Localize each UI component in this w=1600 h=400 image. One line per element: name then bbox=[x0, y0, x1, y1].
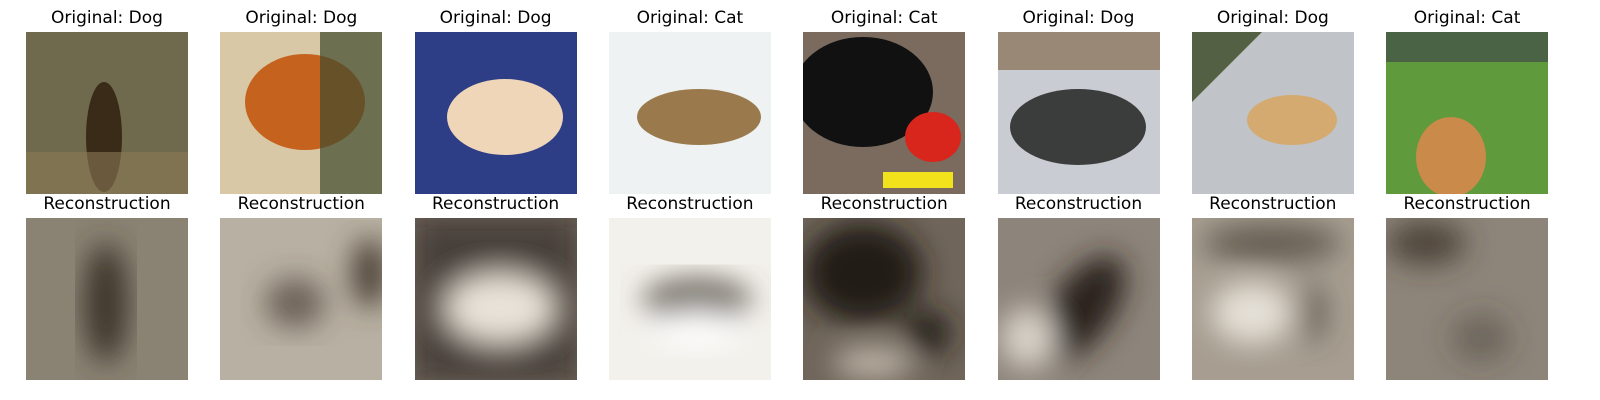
image-region bbox=[1416, 117, 1487, 194]
original-title: Original: Dog bbox=[51, 8, 163, 28]
original-image bbox=[997, 32, 1160, 194]
original-title: Original: Dog bbox=[1022, 8, 1135, 28]
image-region bbox=[1246, 95, 1337, 145]
reconstruction-title: Reconstruction bbox=[626, 194, 754, 214]
image-region bbox=[883, 172, 954, 188]
original-title: Original: Cat bbox=[636, 8, 744, 28]
original-title: Original: Cat bbox=[830, 8, 938, 28]
reconstruction-title: Reconstruction bbox=[237, 194, 365, 214]
image-region bbox=[1386, 32, 1549, 62]
reconstruction-image bbox=[1386, 218, 1549, 380]
original-image bbox=[414, 32, 577, 194]
original-image bbox=[1386, 32, 1549, 194]
original-title: Original: Dog bbox=[439, 8, 552, 28]
reconstruction-title: Reconstruction bbox=[820, 194, 948, 214]
image-region bbox=[1009, 89, 1146, 165]
original-title: Original: Dog bbox=[1216, 8, 1329, 28]
reconstruction-title: Reconstruction bbox=[1014, 194, 1143, 214]
image-region bbox=[26, 152, 188, 194]
image-region bbox=[446, 79, 563, 155]
reconstruction-title: Reconstruction bbox=[1403, 194, 1531, 214]
original-image bbox=[1191, 32, 1354, 194]
reconstruction-image bbox=[608, 218, 771, 380]
reconstruction-image bbox=[220, 218, 383, 380]
reconstruction-image bbox=[997, 218, 1160, 380]
reconstruction-title: Reconstruction bbox=[43, 194, 171, 214]
original-title: Original: Cat bbox=[1413, 8, 1521, 28]
original-image bbox=[26, 32, 188, 194]
reconstruction-image bbox=[803, 218, 966, 380]
reconstruction-image bbox=[414, 218, 577, 380]
original-image bbox=[220, 32, 383, 194]
image-region bbox=[997, 32, 1160, 70]
image-region bbox=[905, 112, 962, 162]
image-region bbox=[803, 37, 934, 147]
original-title: Original: Dog bbox=[245, 8, 358, 28]
image-region bbox=[320, 32, 383, 194]
image-region bbox=[1191, 32, 1262, 102]
original-image bbox=[803, 32, 966, 194]
reconstruction-title: Reconstruction bbox=[431, 194, 560, 214]
original-image bbox=[608, 32, 771, 194]
reconstruction-title: Reconstruction bbox=[1209, 194, 1337, 214]
image-region bbox=[636, 89, 761, 145]
reconstruction-image bbox=[26, 218, 188, 380]
reconstruction-image bbox=[1191, 218, 1354, 380]
